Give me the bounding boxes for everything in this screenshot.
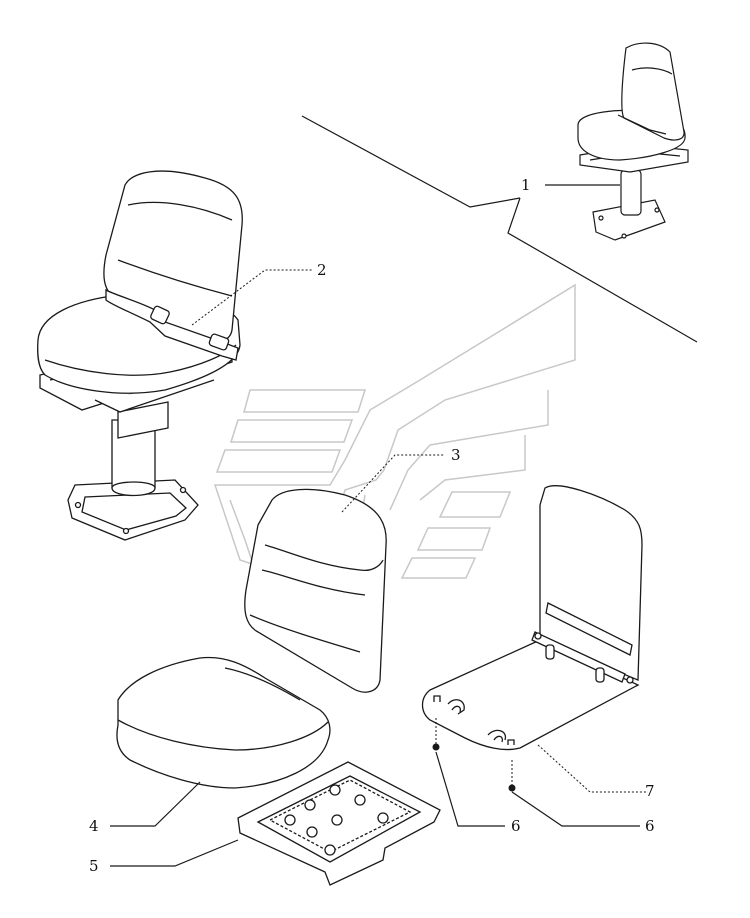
screw-markers — [432, 718, 516, 792]
callout-4: 4 — [89, 817, 99, 835]
backrest-cushion — [244, 488, 387, 693]
callout-1: 1 — [521, 176, 531, 194]
callout-2: 2 — [317, 261, 327, 279]
leader-line-4 — [110, 781, 201, 827]
callout-6-right: 6 — [645, 817, 655, 835]
callout-6-left: 6 — [511, 817, 521, 835]
callout-5: 5 — [89, 857, 99, 875]
callout-3: 3 — [451, 446, 461, 464]
callout-7: 7 — [645, 782, 655, 800]
leader-line-7 — [537, 744, 648, 793]
seat-frame — [421, 485, 643, 751]
complete-seat-large — [37, 170, 243, 541]
seat-pan — [237, 761, 441, 886]
leader-lines-6 — [435, 751, 640, 827]
complete-seat-small — [577, 42, 689, 241]
inset-section-lines — [301, 115, 698, 343]
leader-line-3 — [341, 454, 445, 513]
leader-line-5 — [110, 839, 239, 867]
seat-cushion — [116, 656, 331, 789]
